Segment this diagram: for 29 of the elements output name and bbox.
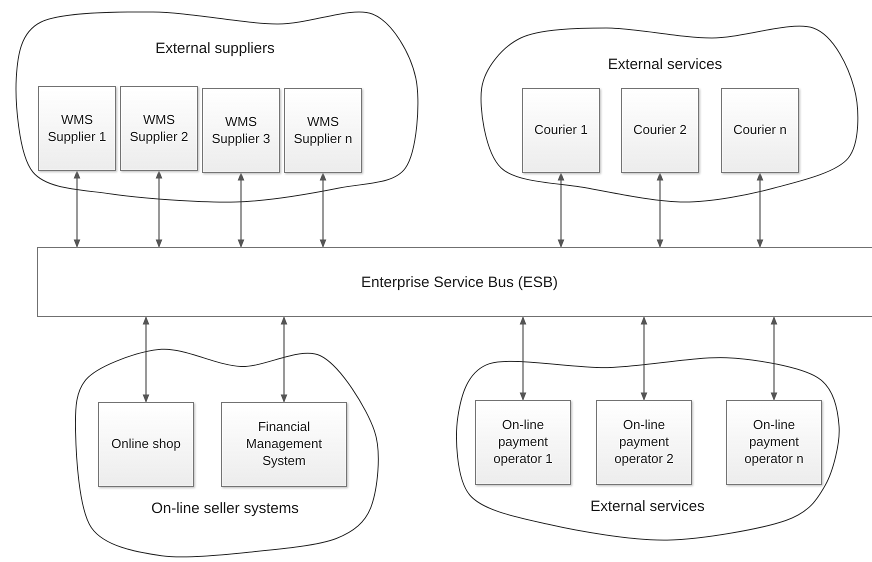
system-box: On-line payment operator 2 bbox=[596, 400, 692, 485]
double-arrow bbox=[656, 172, 664, 248]
double-arrow bbox=[558, 172, 564, 248]
bus-box: Enterprise Service Bus (ESB) bbox=[37, 247, 872, 317]
double-arrow bbox=[320, 172, 326, 248]
group-title: On-line seller systems bbox=[151, 500, 299, 517]
system-box: Courier 1 bbox=[522, 88, 600, 173]
system-box: WMS Supplier 2 bbox=[120, 86, 198, 171]
double-arrow bbox=[756, 172, 764, 248]
system-box: WMS Supplier n bbox=[284, 88, 362, 173]
system-box: WMS Supplier 1 bbox=[38, 86, 116, 171]
system-box: Online shop bbox=[98, 402, 194, 487]
group-title: External services bbox=[590, 498, 705, 515]
system-box: On-line payment operator 1 bbox=[475, 400, 571, 485]
double-arrow bbox=[280, 316, 288, 403]
system-box: WMS Supplier 3 bbox=[202, 88, 280, 173]
double-arrow bbox=[74, 170, 80, 248]
group-title: External suppliers bbox=[155, 40, 275, 57]
group-title: External services bbox=[608, 56, 722, 73]
system-box: Financial Management System bbox=[221, 402, 347, 487]
system-box: On-line payment operator n bbox=[726, 400, 822, 485]
double-arrow bbox=[238, 172, 244, 248]
double-arrow bbox=[156, 170, 162, 248]
double-arrow bbox=[142, 316, 150, 403]
double-arrow bbox=[770, 316, 778, 401]
double-arrow bbox=[520, 316, 526, 401]
double-arrow bbox=[640, 316, 648, 401]
system-box: Courier n bbox=[721, 88, 799, 173]
system-box: Courier 2 bbox=[621, 88, 699, 173]
